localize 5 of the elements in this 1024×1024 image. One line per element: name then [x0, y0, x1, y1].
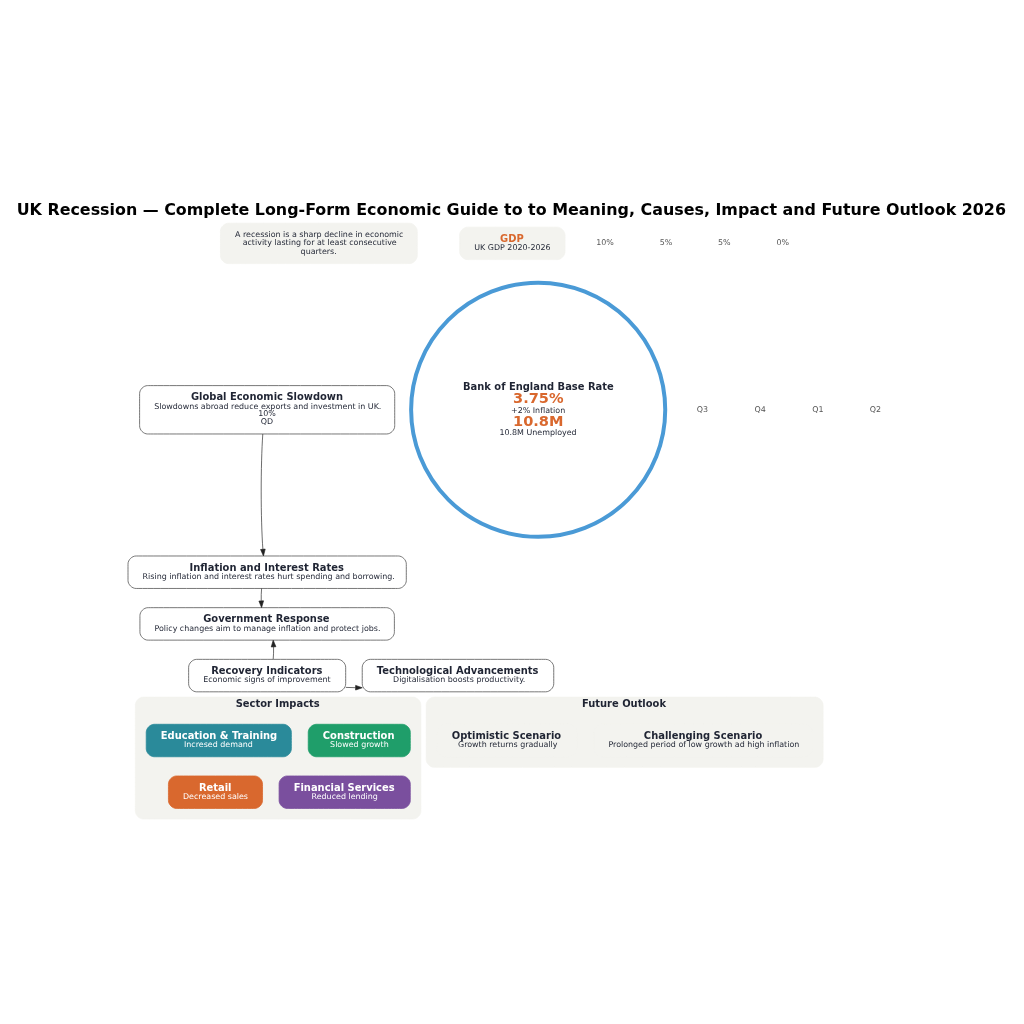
arrow [270, 639, 277, 660]
diagram-title: UK Recession — Complete Long-Form Economic Guide to to Meaning, Causes, Impact and Future Outlook 2026 [16, 199, 1006, 219]
arrow [260, 433, 266, 556]
arrow [345, 684, 363, 690]
arrow [258, 587, 264, 608]
